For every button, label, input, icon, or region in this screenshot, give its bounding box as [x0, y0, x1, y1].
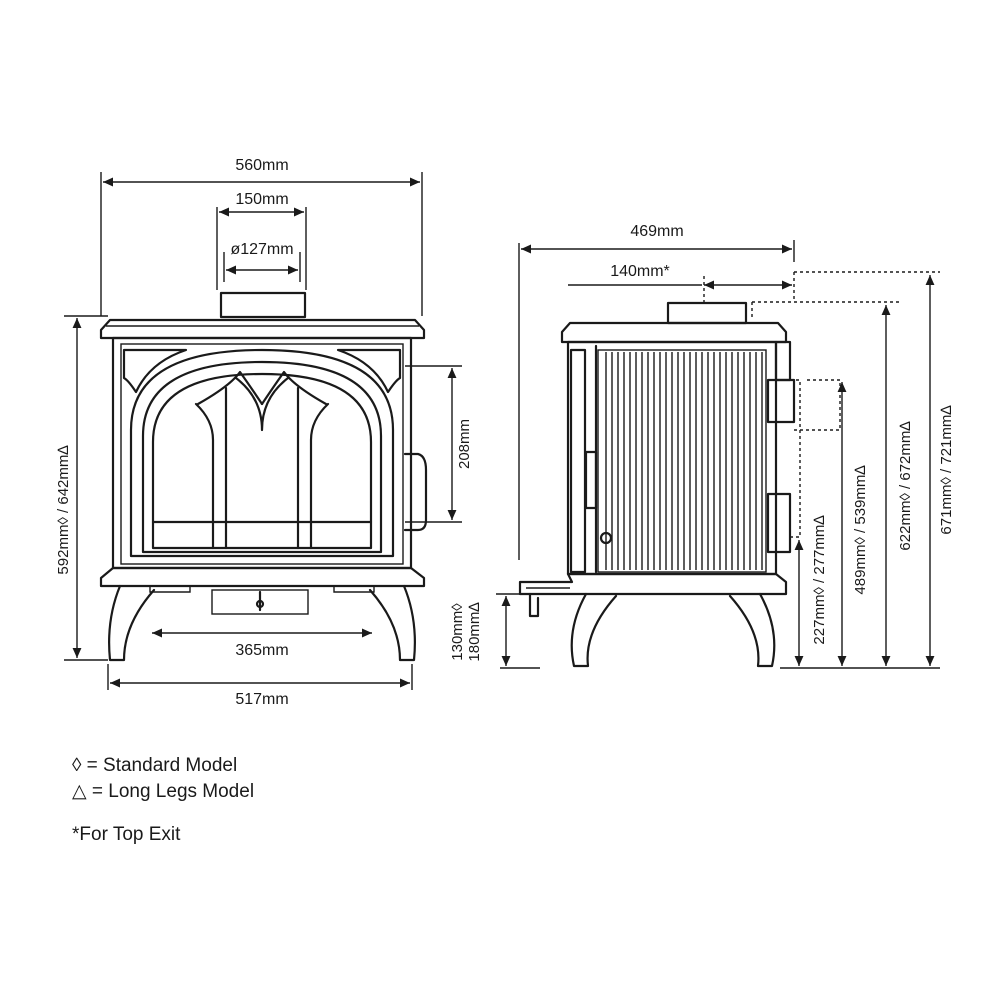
stove-body [111, 336, 413, 570]
side-rear-leg [728, 592, 776, 668]
front-view: 560mm 150mm ø127mm [55, 157, 473, 708]
leg-height-label-long: 180mm∆ [466, 602, 483, 662]
base-plinth [99, 566, 426, 588]
legend-note: *For Top Exit [72, 824, 181, 845]
leg-height-label-standard: 130mm◊ [449, 603, 466, 661]
flue-width-label: 150mm [235, 191, 288, 208]
rear-outlet-centre-label: 227mm◊ / 277mm∆ [811, 515, 828, 645]
front-left-leg [108, 584, 156, 662]
door-handle [403, 452, 428, 532]
fluted-side-panel [597, 349, 767, 573]
side-top-plate [560, 321, 788, 344]
side-view: 469mm 140mm* [449, 223, 955, 669]
side-flue-collar [666, 301, 748, 325]
top-plate [99, 318, 426, 340]
fluting-lines [605, 352, 763, 570]
depth-label: 469mm [630, 223, 683, 240]
front-height-label: 592mm◊ / 642mm∆ [55, 445, 72, 575]
door-knob [599, 531, 613, 545]
rear-flue-outlet [766, 378, 796, 424]
rear-air-inlet [766, 492, 792, 554]
air-control-plate [211, 589, 309, 615]
legend-standard: ◊ = Standard Model [72, 755, 237, 776]
leg-inner-span-label: 365mm [235, 642, 288, 659]
rear-flue-centre-label: 489mm◊ / 539mm∆ [852, 465, 869, 595]
top-height-label: 622mm◊ / 672mm∆ [897, 421, 914, 551]
legend-long-legs: △ = Long Legs Model [72, 781, 254, 802]
front-door [129, 348, 395, 558]
window-height-label: 208mm [456, 419, 473, 469]
flue-diameter-label: ø127mm [230, 241, 293, 258]
leg-outer-span-label: 517mm [235, 691, 288, 708]
side-base [518, 572, 788, 596]
flue-collar [219, 291, 307, 319]
overall-width-label: 560mm [235, 157, 288, 174]
legend: ◊ = Standard Model △ = Long Legs Model *… [72, 755, 254, 845]
front-right-leg [368, 584, 416, 662]
flue-offset-label: 140mm* [610, 263, 670, 280]
glass-window [151, 372, 373, 550]
flue-top-height-label: 671mm◊ / 721mm∆ [938, 405, 955, 535]
side-front-leg [570, 592, 618, 668]
side-handle [584, 450, 598, 510]
